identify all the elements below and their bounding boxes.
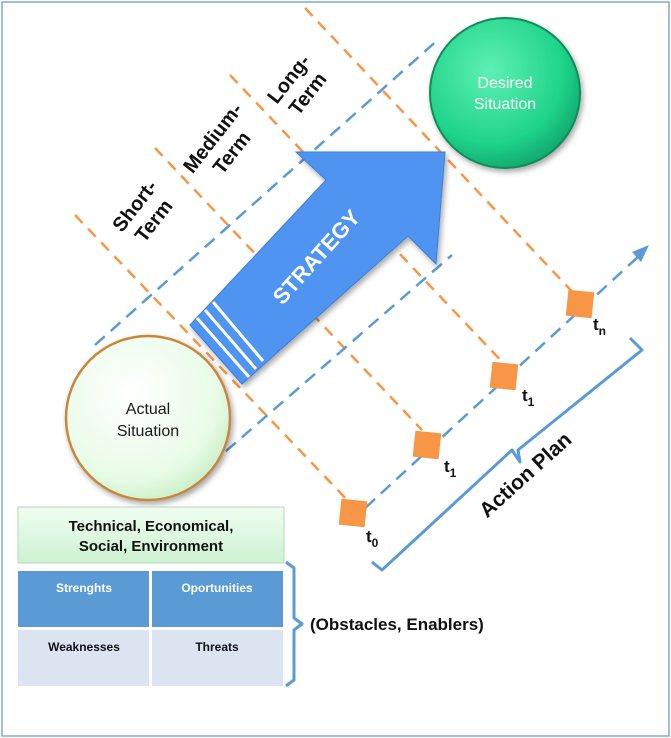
milestone-label-3: tn <box>593 315 606 338</box>
milestone-labels: t0 t1 t1 tn <box>366 315 606 550</box>
swot-opportunities-label: Oportunities <box>181 581 253 595</box>
milestone-marker-0 <box>338 498 368 528</box>
actual-situation-line2: Situation <box>117 423 179 440</box>
obstacles-enablers-label: (Obstacles, Enablers) <box>310 615 484 634</box>
corridor-line-lower <box>209 254 453 466</box>
milestone-label-0: t0 <box>366 527 379 550</box>
swot-cell-threats <box>152 630 283 686</box>
swot-strengths-label: Strenghts <box>56 581 112 595</box>
desired-situation-line2: Situation <box>474 96 536 113</box>
milestone-marker-2 <box>489 361 519 391</box>
milestone-marker-3 <box>565 289 595 319</box>
action-plan-bracket <box>371 336 644 572</box>
actual-situation-circle <box>64 334 232 502</box>
factors-box <box>17 506 285 564</box>
desired-situation-line1: Desired <box>477 75 532 92</box>
swot-cell-opportunities <box>152 571 283 627</box>
swot-cell-weaknesses <box>18 630 149 686</box>
milestone-label-1: t1 <box>444 457 457 480</box>
desired-situation-circle <box>429 17 581 169</box>
milestone-label-2: t1 <box>522 386 535 409</box>
milestone-marker-1 <box>412 430 442 460</box>
strategy-arrow-shape <box>189 151 446 385</box>
factors-line1: Technical, Economical, <box>69 518 234 535</box>
swot-threats-label: Threats <box>195 640 239 654</box>
swot-grid: Strenghts Oportunities Weaknesses Threat… <box>18 571 283 686</box>
strategy-corridor-lines <box>94 37 641 523</box>
actual-situation-line1: Actual <box>126 401 170 418</box>
obstacles-bracket <box>285 560 304 688</box>
strategy-arrow-stripes <box>195 301 265 378</box>
swot-cell-strengths <box>18 571 149 627</box>
factors-line2: Social, Environment <box>79 538 223 555</box>
action-plan-axis <box>349 254 641 523</box>
action-plan-axis-arrowhead <box>632 245 649 262</box>
corridor-line-upper <box>94 37 441 346</box>
horizon-line-long <box>229 74 509 369</box>
horizon-line-short <box>74 214 353 506</box>
strategy-arrow <box>189 151 446 385</box>
milestones <box>338 289 595 528</box>
swot-weaknesses-label: Weaknesses <box>48 640 120 654</box>
